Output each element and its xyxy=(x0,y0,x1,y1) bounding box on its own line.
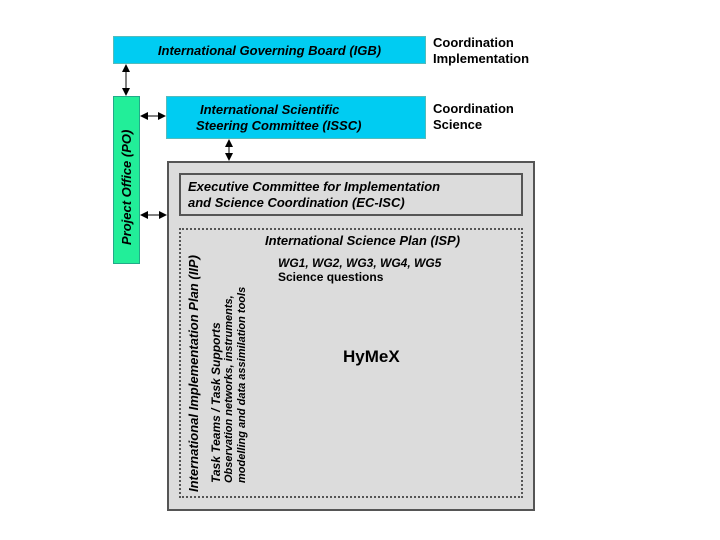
igb-side-line1: Coordination xyxy=(433,35,514,50)
issc-label-line2: Steering Committee (ISSC) xyxy=(196,118,362,133)
iip-observation-networks: Observation networks, instruments, xyxy=(223,295,235,483)
iip-task-teams: Task Teams / Task Supports xyxy=(209,322,223,483)
project-office-label: Project Office (PO) xyxy=(119,129,134,245)
issc-side-line1: Coordination xyxy=(433,101,514,116)
project-office-box xyxy=(113,96,140,264)
igb-side-label: Coordination Implementation xyxy=(433,35,529,67)
issc-box: International Scientific Steering Commit… xyxy=(166,96,426,139)
iip-modelling-tools: modelling and data assimilation tools xyxy=(236,286,248,483)
igb-label: International Governing Board (IGB) xyxy=(157,42,382,58)
ec-isc-line1: Executive Committee for Implementation xyxy=(188,179,441,194)
hymex-panel xyxy=(167,161,535,511)
issc-side-label: Coordination Science xyxy=(433,101,514,133)
hymex-label: HyMeX xyxy=(343,347,400,366)
igb-side-line2: Implementation xyxy=(433,51,530,66)
ec-isc-line2: and Science Coordination (EC-ISC) xyxy=(188,195,405,210)
isp-wg-list: WG1, WG2, WG3, WG4, WG5 xyxy=(278,256,442,270)
ec-isc-box: Executive Committee for Implementation a… xyxy=(179,173,523,216)
issc-label-line1: International Scientific xyxy=(200,102,340,117)
isp-science-questions: Science questions xyxy=(278,270,384,284)
plans-area xyxy=(179,228,523,498)
iip-title: International Implementation Plan (IIP) xyxy=(186,255,201,492)
igb-box: International Governing Board (IGB) xyxy=(113,36,426,64)
issc-side-line2: Science xyxy=(433,117,483,132)
isp-title: International Science Plan (ISP) xyxy=(265,233,461,248)
